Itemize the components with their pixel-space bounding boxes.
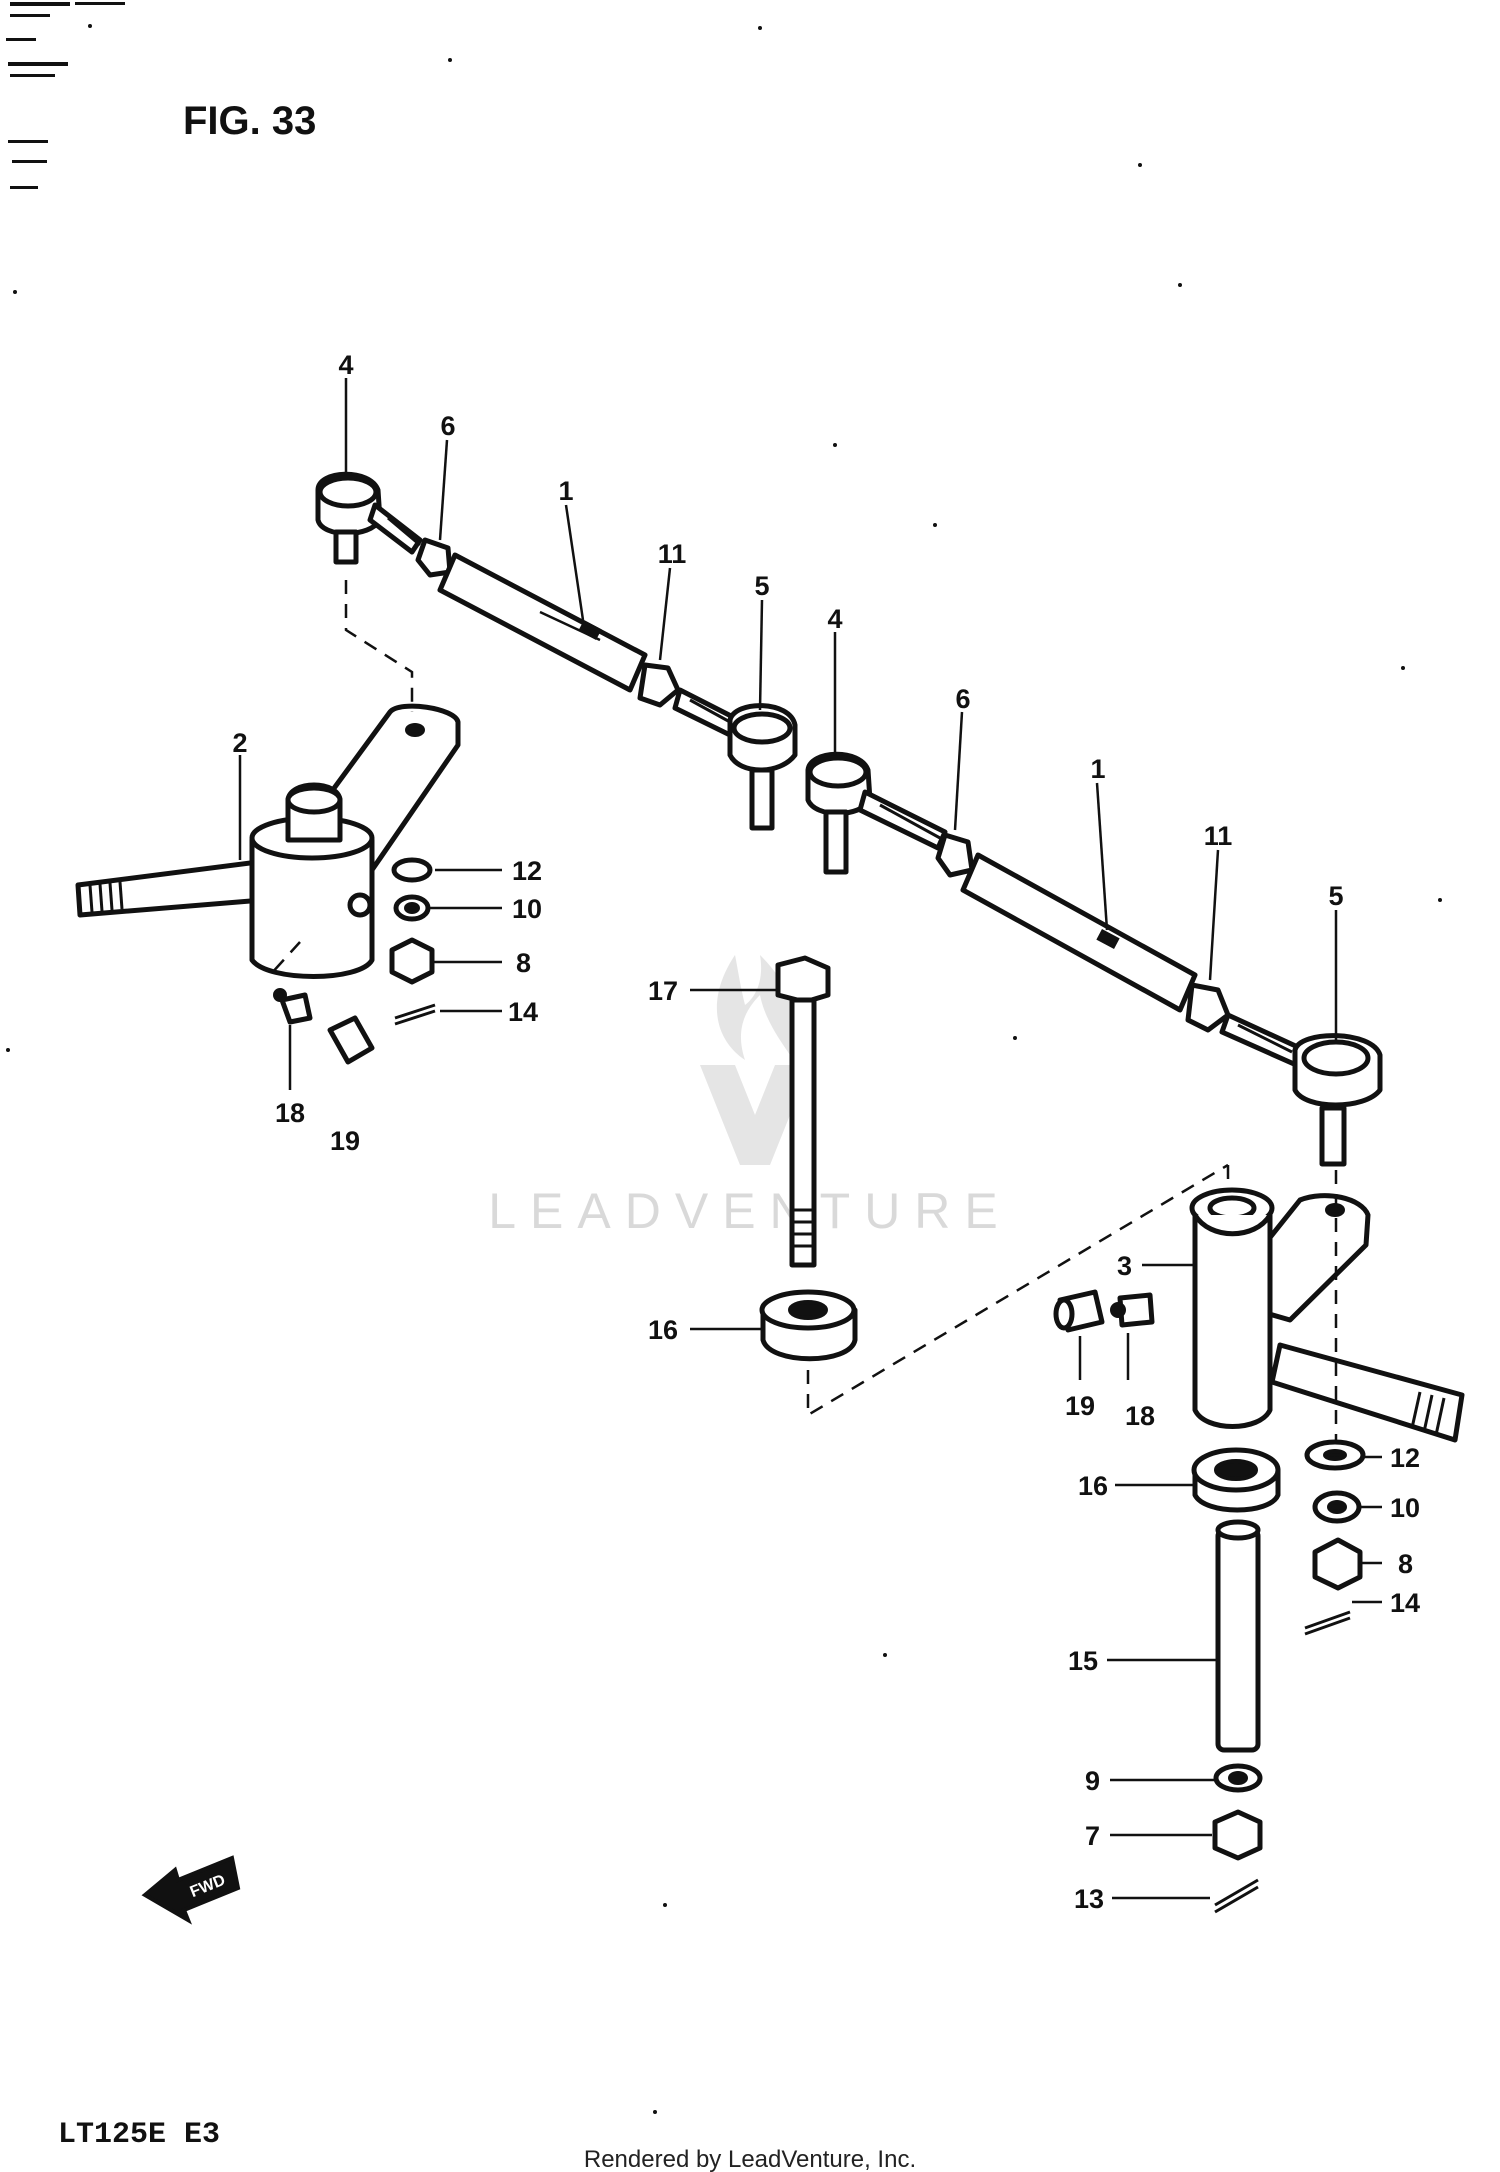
callout-9: 9 — [1085, 1766, 1100, 1796]
callout-12: 12 — [512, 856, 542, 886]
figure-title: FIG. 33 — [183, 99, 316, 143]
callout-1: 1 — [558, 476, 573, 506]
model-code: LT125E E3 — [58, 2118, 220, 2152]
callout-6: 6 — [955, 684, 970, 714]
knuckle-left — [75, 703, 461, 979]
callout-2: 2 — [232, 728, 247, 758]
callout-8: 8 — [1398, 1549, 1413, 1579]
watermark: LEADVENTURE — [488, 955, 1012, 1239]
forward-arrow-icon: FWD — [141, 1855, 241, 1925]
callout-10: 10 — [1390, 1493, 1420, 1523]
leader-lines — [238, 378, 1382, 1900]
callout-15: 15 — [1068, 1646, 1098, 1676]
callout-4: 4 — [827, 604, 842, 634]
callout-4: 4 — [338, 350, 353, 380]
callout-13: 13 — [1074, 1884, 1104, 1914]
callout-14: 14 — [1390, 1588, 1420, 1618]
callout-16: 16 — [1078, 1471, 1108, 1501]
callout-6: 6 — [440, 411, 455, 441]
callout-18: 18 — [1125, 1401, 1155, 1431]
callout-3: 3 — [1117, 1251, 1132, 1281]
callout-11: 11 — [658, 539, 687, 569]
scan-artifacts — [6, 2, 1442, 2114]
callout-10: 10 — [512, 894, 542, 924]
callout-5: 5 — [754, 571, 769, 601]
callout-16: 16 — [648, 1315, 678, 1345]
watermark-text: LEADVENTURE — [488, 1183, 1012, 1239]
hardware — [273, 857, 1366, 1914]
callout-11: 11 — [1204, 821, 1233, 851]
callout-7: 7 — [1085, 1821, 1100, 1851]
callout-19: 19 — [1065, 1391, 1095, 1421]
tie-rod-assembly-left — [315, 471, 798, 831]
callout-8: 8 — [516, 948, 531, 978]
callout-17: 17 — [648, 976, 678, 1006]
render-credit: Rendered by LeadVenture, Inc. — [584, 2146, 916, 2172]
callout-19: 19 — [330, 1126, 360, 1156]
callouts: 4 6 1 11 5 4 6 1 11 5 2 12 10 8 14 18 19… — [232, 350, 1420, 1914]
tie-rod-assembly-right — [805, 751, 1383, 1167]
callout-1: 1 — [1090, 754, 1105, 784]
assembly-guide-lines — [269, 580, 1338, 1440]
callout-14: 14 — [508, 997, 538, 1027]
callout-12: 12 — [1390, 1443, 1420, 1473]
knuckle-right — [1189, 1187, 1465, 1443]
callout-18: 18 — [275, 1098, 305, 1128]
callout-5: 5 — [1328, 881, 1343, 911]
